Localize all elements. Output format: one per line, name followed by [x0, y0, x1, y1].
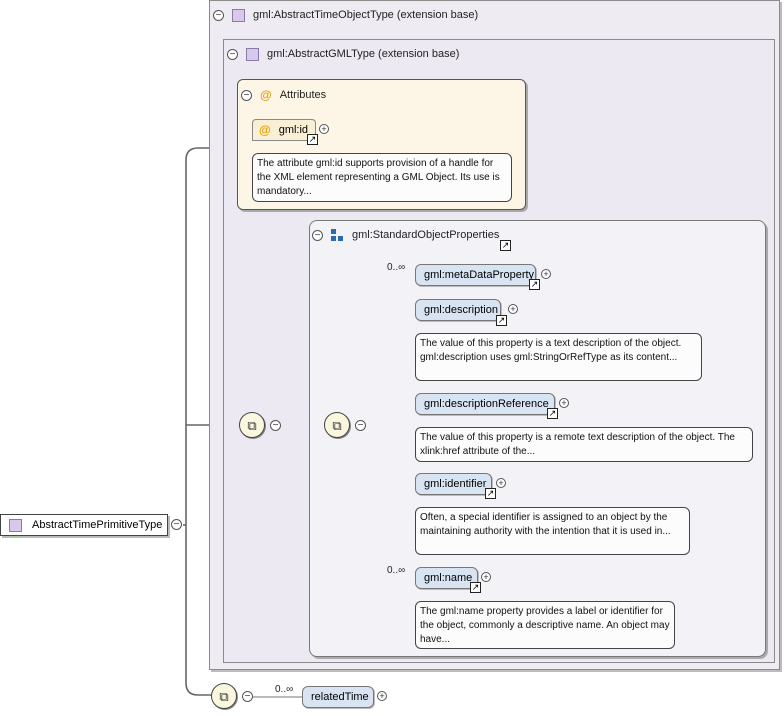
extension-outer-label: gml:AbstractTimeObjectType (extension ba… — [253, 9, 479, 21]
element-note: The value of this property is a text des… — [415, 333, 702, 381]
attribute-note: The attribute gml:id supports provision … — [252, 153, 512, 202]
expand-icon[interactable]: + — [319, 124, 329, 134]
complex-type-icon — [246, 47, 259, 61]
complex-type-icon — [9, 518, 22, 532]
collapse-icon[interactable]: − — [242, 691, 253, 702]
related-sequence-compositor[interactable]: ⧉ — [211, 683, 237, 709]
element-note: The gml:name property provides a label o… — [415, 601, 675, 649]
element-name: relatedTime — [311, 691, 369, 703]
element-relatedtime[interactable]: relatedTime — [302, 686, 374, 708]
cardinality-label: 0..∞ — [387, 262, 406, 273]
attribute-gml-id[interactable]: @ gml:id — [252, 119, 316, 141]
collapse-icon[interactable]: − — [227, 48, 238, 60]
cardinality-label: 0..∞ — [387, 565, 406, 576]
group-icon — [331, 228, 344, 242]
collapse-icon[interactable]: − — [241, 89, 252, 101]
sequence-compositor[interactable]: ⧉ — [239, 412, 265, 438]
attribute-icon: @ — [259, 123, 271, 137]
collapse-icon[interactable]: − — [270, 420, 281, 431]
element-note: Often, a special identifier is assigned … — [415, 507, 690, 555]
element-name-node[interactable]: gml:name — [415, 567, 478, 589]
sequence-icon: ⧉ — [219, 688, 229, 704]
link-icon[interactable]: ↗ — [485, 488, 496, 499]
element-identifier[interactable]: gml:identifier — [415, 473, 492, 495]
sequence-icon: ⧉ — [332, 417, 342, 433]
element-note: The value of this property is a remote t… — [415, 427, 753, 462]
extension-inner-label: gml:AbstractGMLType (extension base) — [267, 48, 460, 60]
complex-type-icon — [232, 8, 245, 22]
collapse-icon[interactable]: − — [213, 9, 224, 21]
extension-outer-header: − gml:AbstractTimeObjectType (extension … — [210, 1, 779, 29]
attributes-title: Attributes — [279, 89, 327, 101]
link-icon[interactable]: ↗ — [547, 408, 558, 419]
attribute-name: gml:id — [278, 124, 309, 136]
link-icon[interactable]: ↗ — [529, 279, 540, 290]
element-name: gml:description — [424, 304, 498, 316]
element-metadataproperty[interactable]: gml:metaDataProperty — [415, 264, 536, 286]
extension-inner-header: − gml:AbstractGMLType (extension base) — [224, 40, 774, 68]
root-type-label: AbstractTimePrimitiveType — [32, 519, 163, 531]
element-name: gml:metaDataProperty — [424, 269, 535, 281]
expand-icon[interactable]: + — [496, 478, 506, 488]
attribute-icon: @ — [260, 88, 272, 102]
expand-icon[interactable]: + — [377, 691, 387, 701]
expand-icon[interactable]: + — [508, 304, 518, 314]
sequence-icon: ⧉ — [247, 417, 257, 433]
link-icon[interactable]: ↗ — [500, 240, 511, 251]
element-name: gml:name — [424, 572, 473, 584]
cardinality-label: 0..∞ — [275, 684, 294, 695]
expand-icon[interactable]: + — [481, 572, 491, 582]
root-type-node[interactable]: AbstractTimePrimitiveType — [0, 514, 168, 536]
link-icon[interactable]: ↗ — [470, 582, 481, 593]
element-name: gml:identifier — [424, 478, 487, 490]
group-label: gml:StandardObjectProperties — [352, 229, 500, 241]
group-sequence-compositor[interactable]: ⧉ — [324, 412, 350, 438]
element-name: gml:descriptionReference — [424, 398, 549, 410]
link-icon[interactable]: ↗ — [496, 315, 507, 326]
element-description[interactable]: gml:description — [415, 299, 501, 321]
group-header: − gml:StandardObjectProperties — [310, 221, 765, 249]
expand-icon[interactable]: + — [559, 398, 569, 408]
collapse-icon[interactable]: − — [355, 420, 366, 431]
root-collapse-icon[interactable]: − — [171, 519, 182, 530]
attributes-header: − @ Attributes — [238, 80, 525, 110]
expand-icon[interactable]: + — [541, 269, 551, 279]
link-icon[interactable]: ↗ — [307, 134, 318, 145]
element-descriptionreference[interactable]: gml:descriptionReference — [415, 393, 555, 415]
collapse-icon[interactable]: − — [312, 229, 323, 241]
